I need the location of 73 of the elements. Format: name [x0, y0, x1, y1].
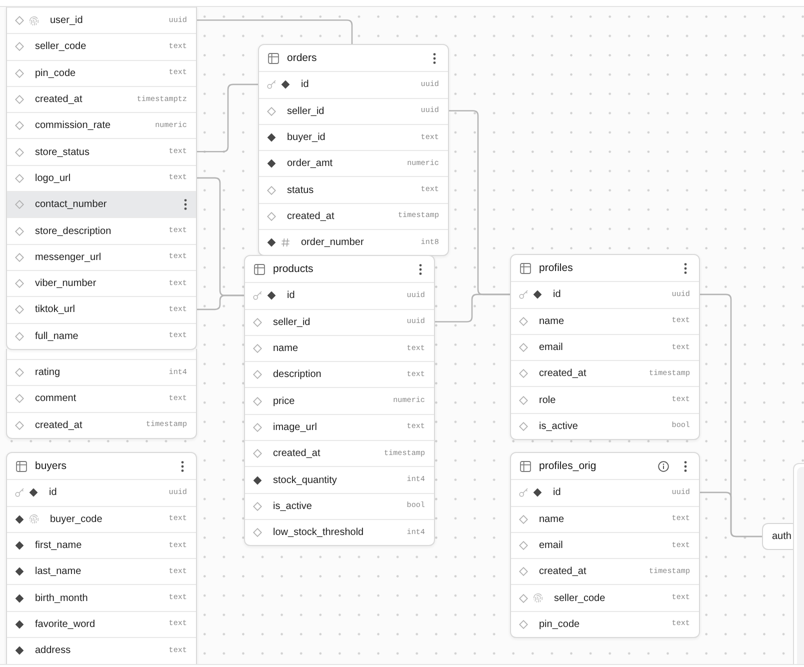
column-name: created_at	[287, 210, 336, 222]
column-name: created_at	[273, 448, 322, 460]
column-name: stock_quantity	[273, 474, 338, 486]
column-name: user_id	[50, 15, 84, 26]
column-name: pin_code	[539, 618, 581, 630]
column-name: created_at	[35, 420, 84, 431]
column-name: rating	[35, 367, 62, 378]
table-name: auth	[772, 531, 792, 542]
table-card	[762, 523, 793, 550]
table-card	[244, 255, 435, 546]
column-name: buyer_code	[50, 514, 104, 525]
column-name: pin_code	[35, 68, 77, 79]
table-card	[510, 452, 700, 638]
column-name: favorite_word	[35, 618, 96, 630]
column-name: name	[539, 316, 566, 327]
column-name: image_url	[273, 422, 318, 433]
relationship-line	[699, 492, 762, 538]
column-name: status	[287, 184, 315, 196]
table-card	[258, 44, 449, 256]
column-name: address	[35, 645, 72, 656]
column-row	[7, 191, 196, 218]
column-name: name	[273, 343, 300, 354]
column-name: is_active	[539, 420, 579, 432]
column-name: order_number	[301, 237, 365, 248]
column-name: seller_id	[273, 316, 312, 328]
column-name: id	[287, 290, 296, 302]
table-name: profiles_orig	[539, 460, 598, 472]
column-name: price	[273, 396, 296, 407]
column-name: created_at	[35, 94, 84, 106]
column-name: name	[539, 514, 566, 525]
column-name: id	[553, 289, 562, 300]
column-name: role	[539, 394, 557, 406]
column-name: created_at	[539, 566, 588, 578]
table-name: buyers	[35, 460, 68, 472]
column-name: order_amt	[287, 158, 334, 170]
column-name: last_name	[35, 566, 82, 578]
column-name: birth_month	[35, 592, 89, 604]
column-name: viber_number	[35, 278, 98, 290]
side-panel	[793, 463, 804, 664]
column-name: commission_rate	[35, 120, 112, 132]
column-name: low_stock_threshold	[273, 527, 365, 538]
column-name: created_at	[539, 368, 588, 380]
table-card	[6, 7, 197, 350]
table-name: products	[273, 263, 314, 276]
relationship-line	[196, 84, 259, 152]
relationship-line	[196, 20, 353, 44]
table-card	[6, 349, 197, 439]
column-name: description	[273, 369, 322, 380]
column-name: contact_number	[35, 199, 108, 210]
column-name: id	[49, 487, 58, 498]
relationship-line	[196, 294, 245, 310]
column-name: buyer_id	[287, 132, 326, 144]
table-name: profiles	[539, 262, 574, 274]
table-name: orders	[287, 52, 318, 64]
column-name: seller_code	[35, 41, 88, 52]
column-name: store_description	[35, 226, 112, 237]
column-name: seller_code	[554, 592, 606, 604]
column-name: messenger_url	[35, 252, 102, 263]
column-name: full_name	[35, 330, 80, 342]
column-name: id	[301, 79, 310, 90]
column-name: first_name	[35, 540, 83, 552]
column-name: comment	[35, 393, 78, 404]
column-name: logo_url	[35, 172, 72, 184]
table-card	[510, 254, 700, 440]
column-name: is_active	[273, 500, 313, 512]
column-name: email	[539, 540, 564, 552]
table-card	[6, 452, 197, 664]
column-name: tiktok_url	[35, 304, 76, 316]
relationship-line	[434, 294, 511, 322]
column-name: email	[539, 342, 564, 354]
column-name: store_status	[35, 146, 90, 158]
column-name: seller_id	[287, 106, 326, 117]
column-name: id	[553, 487, 562, 498]
